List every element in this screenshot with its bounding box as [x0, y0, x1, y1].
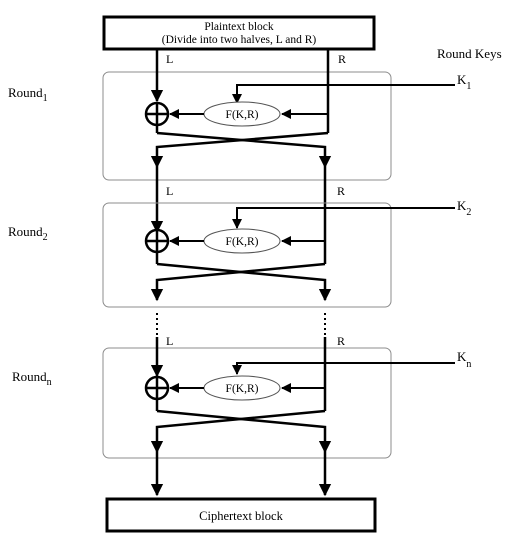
round-key-arrow [232, 84, 455, 104]
round-n: Roundn L R Kn F(K,R) [12, 334, 471, 459]
xor-icon [144, 101, 170, 127]
round-1-label: Round1 [8, 85, 48, 104]
round-key-arrow [232, 362, 455, 375]
swap-left-to-right [156, 409, 332, 454]
continuation-dots [156, 313, 326, 335]
left-half-label: L [166, 52, 173, 66]
plaintext-block: Plaintext block (Divide into two halves,… [102, 15, 376, 51]
round-keys-label: Round Keys [437, 46, 502, 61]
round-2: Round2 L R K2 F(K,R) [8, 184, 471, 308]
swap-right-to-left [150, 262, 326, 302]
swap-left-to-right [156, 131, 332, 169]
swap-right-to-left [150, 131, 329, 169]
plaintext-subtitle: (Divide into two halves, L and R) [162, 34, 317, 46]
xor-icon [144, 228, 170, 254]
left-half-label: L [166, 184, 173, 198]
plaintext-title: Plaintext block [204, 21, 274, 33]
right-half-label: R [337, 184, 345, 198]
xor-icon [144, 375, 170, 401]
f-function-label: F(K,R) [226, 236, 259, 248]
key-2-label: K2 [457, 198, 471, 218]
f-function-label: F(K,R) [226, 383, 259, 395]
swap-left-to-right [156, 262, 332, 302]
left-half-label: L [166, 334, 173, 348]
round-2-box [102, 202, 392, 308]
key-1-label: K1 [457, 72, 471, 92]
ciphertext-label: Ciphertext block [199, 509, 283, 523]
swap-right-to-left [150, 409, 326, 454]
round-n-label: Roundn [12, 369, 52, 388]
f-function-label: F(K,R) [226, 109, 259, 121]
right-half-label: R [337, 334, 345, 348]
ciphertext-block: Ciphertext block [105, 497, 377, 533]
round-key-arrow [232, 207, 455, 229]
right-half-label: R [338, 52, 346, 66]
round-1-box [102, 71, 392, 181]
round-n-box [102, 347, 392, 459]
key-n-label: Kn [457, 349, 471, 370]
round-2-label: Round2 [8, 224, 48, 243]
round-1: Round1 L R K1 F(K,R) [8, 49, 471, 181]
